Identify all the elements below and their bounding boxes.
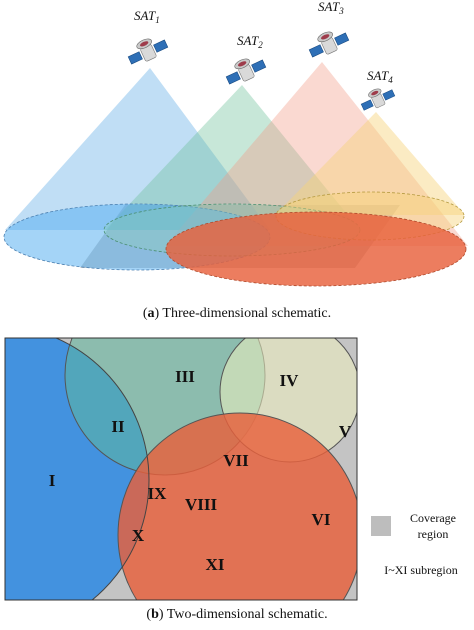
region-label-IX: IX [148, 484, 168, 503]
satellite-1-icon [127, 38, 169, 65]
legend-subregion: I~XI subregion [384, 563, 457, 577]
region-label-X: X [132, 526, 145, 545]
satellite-3-icon [308, 31, 350, 58]
sat2-coverage-cone [105, 85, 360, 230]
sat2-label: SAT2 [237, 33, 263, 50]
caption-a: (a) Three-dimensional schematic. [142, 306, 332, 321]
sat3-footprint [165, 211, 467, 287]
satellite-4-icon [360, 88, 396, 111]
sat4-coverage-cone [275, 112, 465, 215]
legend-coverage-line2: region [418, 527, 449, 541]
sat1-coverage-cone [5, 68, 270, 230]
region-label-IV: IV [280, 371, 300, 390]
satellite-2-icon [225, 58, 267, 85]
sat3-label: SAT3 [318, 0, 344, 16]
legend-coverage-line1: Coverage [410, 511, 456, 525]
panel-b-2d-schematic: I II III IV V VI VII VIII IX X XI Covera… [4, 337, 458, 601]
coverage-legend-swatch [371, 516, 391, 536]
region-label-I: I [49, 471, 56, 490]
caption-b-letter: b [151, 607, 159, 622]
panel-a-3d-schematic: SAT1 SAT2 SAT3 SAT4 [3, 0, 468, 287]
sat1-label: SAT1 [134, 8, 160, 25]
coverage-box-border [4, 337, 358, 601]
coverage-circle-sat4 [117, 412, 357, 600]
region-label-XI: XI [206, 555, 225, 574]
region-label-VII: VII [223, 451, 249, 470]
region-label-VIII: VIII [185, 495, 218, 514]
sat3-coverage-cone [165, 62, 468, 246]
region-label-III: III [175, 367, 195, 386]
coverage-circle-sat1-outline [54, 338, 150, 600]
caption-a-text: Three-dimensional schematic. [159, 306, 332, 321]
caption-a-letter: a [147, 306, 155, 321]
sat4-label: SAT4 [367, 68, 393, 85]
region-label-V: V [339, 422, 352, 441]
caption-b: (b) Two-dimensional schematic. [146, 607, 328, 622]
region-label-II: II [111, 417, 125, 436]
caption-b-text: Two-dimensional schematic. [163, 607, 328, 622]
region-label-VI: VI [312, 510, 331, 529]
